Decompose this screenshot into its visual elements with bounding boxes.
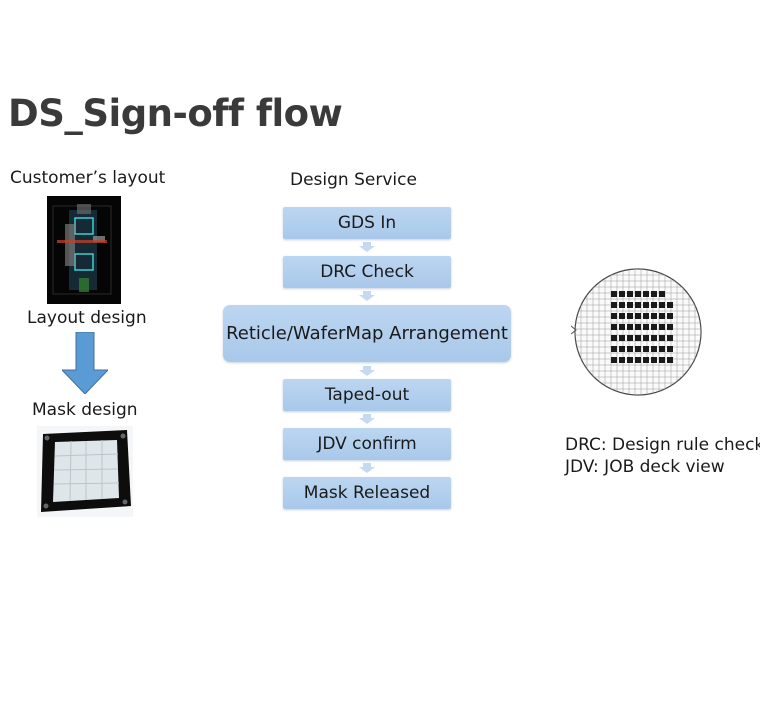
step-drc-check: DRC Check — [283, 256, 451, 288]
layout-thumbnail — [47, 196, 121, 304]
down-arrow-icon — [62, 332, 108, 394]
page-title: DS_Sign-off flow — [8, 92, 343, 135]
step-taped-out: Taped-out — [283, 379, 451, 411]
legend-jdv-definition: JDV: JOB deck view — [565, 457, 725, 477]
connector-arrow-icon — [359, 366, 375, 376]
legend: DRC: Design rule check JDV: JOB deck vie… — [565, 434, 760, 478]
layout-design-label: Layout design — [27, 308, 147, 328]
step-reticle-wafermap-arrangement: Reticle/WaferMap Arrangement — [223, 305, 511, 362]
wafer-map-image — [570, 268, 702, 396]
legend-drc-definition: DRC: Design rule check — [565, 435, 760, 455]
customer-layout-label: Customer’s layout — [10, 168, 166, 188]
connector-arrow-icon — [359, 242, 375, 252]
step-gds-in: GDS In — [283, 207, 451, 239]
step-jdv-confirm: JDV confirm — [283, 428, 451, 460]
connector-arrow-icon — [359, 414, 375, 424]
mask-design-label: Mask design — [32, 400, 138, 420]
connector-arrow-icon — [359, 291, 375, 301]
connector-arrow-icon — [359, 463, 375, 473]
design-service-label: Design Service — [290, 170, 417, 190]
step-mask-released: Mask Released — [283, 477, 451, 509]
mask-photo — [37, 426, 133, 517]
